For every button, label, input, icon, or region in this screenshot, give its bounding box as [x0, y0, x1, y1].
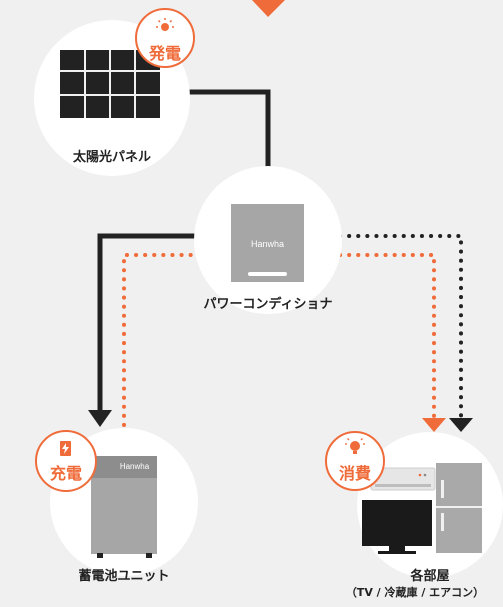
battery-to-rooms-dotted-line [122, 253, 199, 427]
lightbulb-icon [345, 438, 365, 454]
solar-to-inverter-line [187, 89, 271, 170]
rooms-orange-arrow-head [422, 418, 446, 432]
solar-label: 太陽光パネル [72, 150, 151, 165]
charge-badge [35, 430, 97, 492]
inverter-to-battery-line [97, 233, 197, 412]
inverter-handle [248, 272, 287, 276]
sun-icon [156, 18, 174, 31]
charge-badge-text: 充電 [49, 464, 82, 483]
tv-icon [362, 500, 432, 554]
generation-badge-text: 発電 [148, 44, 181, 63]
rooms-node [325, 431, 503, 578]
battery-foot-left [97, 553, 103, 558]
rooms-sublabel: （TV / 冷蔵庫 / エアコン） [345, 586, 485, 599]
rooms-dark-arrow-head [449, 418, 473, 432]
consumption-badge-text: 消費 [338, 464, 371, 483]
refrigerator-icon [436, 463, 482, 553]
solar-node [34, 8, 195, 176]
inverter-brand: Hanwha [250, 239, 285, 249]
battery-flow-to-rooms-line [338, 253, 436, 420]
battery-top-strip [91, 456, 157, 478]
battery-arrow-head [88, 410, 112, 427]
battery-label: 蓄電池ユニット [78, 569, 170, 584]
consumption-badge [325, 431, 385, 491]
solar-panel-icon [60, 50, 160, 118]
battery-brand: Hanwha [119, 462, 150, 471]
connectors [88, 89, 473, 432]
inverter-device [231, 204, 304, 282]
generation-badge [135, 8, 195, 68]
inverter-label: パワーコンディショナ [203, 297, 333, 312]
inverter-to-rooms-dotted-line [338, 234, 463, 420]
rooms-label: 各部屋 [410, 569, 450, 584]
inverter-node [194, 166, 342, 314]
battery-bolt-icon [60, 441, 71, 456]
top-arrow [252, 0, 285, 17]
battery-node [35, 428, 198, 576]
battery-foot-right [146, 553, 152, 558]
